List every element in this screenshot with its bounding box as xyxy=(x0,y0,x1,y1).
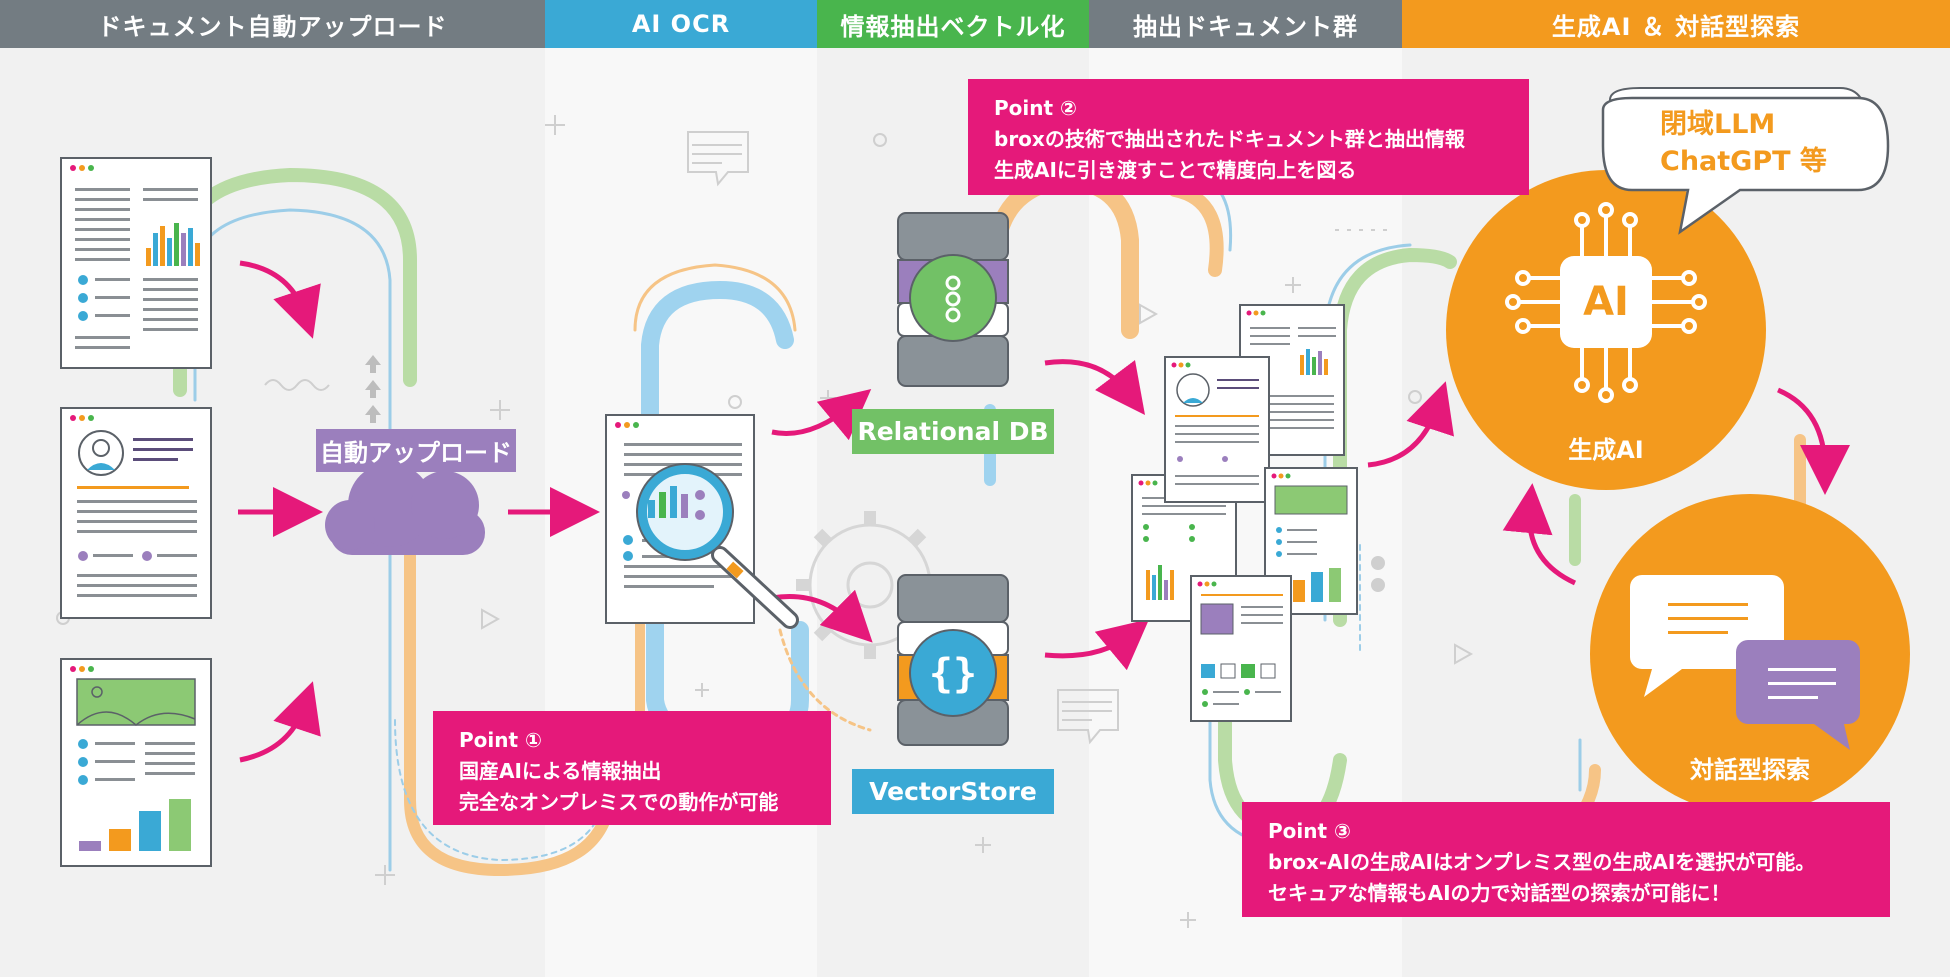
extracted-documents-icon xyxy=(1131,304,1358,722)
ai-chip-label: AI xyxy=(1583,279,1629,325)
upload-tag: 自動アップロード xyxy=(316,429,516,472)
bubble-line-2: ChatGPT 等 xyxy=(1660,146,1827,177)
point-1-title: Point ① xyxy=(459,728,542,752)
header-upload-label: ドキュメント自動アップロード xyxy=(97,12,448,41)
relational-db-label: Relational DB xyxy=(857,417,1049,446)
point-2-title: Point ② xyxy=(994,96,1077,120)
ai-chip-icon xyxy=(1505,202,1707,403)
svg-text:{}: {} xyxy=(929,651,977,697)
relational-db-tag: Relational DB xyxy=(852,409,1054,454)
point-1-callout: Point ① 国産AIによる情報抽出 完全なオンプレミスでの動作が可能 xyxy=(433,711,831,825)
gen-ai-label: 生成AI xyxy=(1568,436,1644,464)
point-3-callout: Point ③ brox-AIの生成AIはオンプレミス型の生成AIを選択が可能。… xyxy=(1242,802,1890,917)
header-upload: ドキュメント自動アップロード xyxy=(0,0,545,48)
header-docs-label: 抽出ドキュメント群 xyxy=(1133,12,1358,41)
point-2-callout: Point ② broxの技術で抽出されたドキュメント群と抽出情報 生成AIに引… xyxy=(968,79,1529,195)
up-arrows-icon xyxy=(365,355,381,423)
header-ocr: AI OCR xyxy=(545,0,817,48)
vector-store-icon: {} xyxy=(897,574,1009,746)
bubble-text: 閉域LLM ChatGPT 等 xyxy=(1660,106,1827,180)
header-vector: 情報抽出ベクトル化 xyxy=(817,0,1089,48)
header-vector-label: 情報抽出ベクトル化 xyxy=(840,12,1066,41)
header-ocr-label: AI OCR xyxy=(631,10,731,38)
point-2-line-2: 生成AIに引き渡すことで精度向上を図る xyxy=(994,158,1357,182)
document-profile-icon xyxy=(60,407,212,619)
point-3-title: Point ③ xyxy=(1268,819,1351,843)
column-bg-vector xyxy=(817,48,1089,977)
speech-bubble-icon xyxy=(1601,87,1890,235)
point-3-line-1: brox-AIの生成AIはオンプレミス型の生成AIを選択が可能。 xyxy=(1268,850,1816,874)
upload-tag-label: 自動アップロード xyxy=(320,439,512,467)
point-1-line-1: 国産AIによる情報抽出 xyxy=(459,759,662,783)
relational-db-icon xyxy=(897,212,1009,387)
header-genai-label: 生成AI ＆ 対話型探索 xyxy=(1551,12,1801,41)
point-2-line-1: broxの技術で抽出されたドキュメント群と抽出情報 xyxy=(994,127,1465,151)
magnifier-icon xyxy=(636,463,799,629)
document-chart-icon xyxy=(60,157,212,369)
point-3-line-2: セキュアな情報もAIの力で対話型の探索が可能に！ xyxy=(1268,881,1731,905)
header-genai: 生成AI ＆ 対話型探索 xyxy=(1402,0,1950,48)
chat-bubbles-icon xyxy=(1630,575,1860,750)
dialog-label: 対話型探索 xyxy=(1690,756,1810,784)
vector-store-label: VectorStore xyxy=(869,777,1037,806)
point-1-line-2: 完全なオンプレミスでの動作が可能 xyxy=(459,790,779,814)
vector-store-tag: VectorStore xyxy=(852,769,1054,814)
cloud-icon xyxy=(325,463,485,555)
bubble-line-1: 閉域LLM xyxy=(1660,109,1776,140)
flow-arrows xyxy=(238,260,1850,763)
header-docs: 抽出ドキュメント群 xyxy=(1089,0,1402,48)
decorative-glyphs xyxy=(56,115,1474,928)
document-image-icon xyxy=(60,658,212,867)
